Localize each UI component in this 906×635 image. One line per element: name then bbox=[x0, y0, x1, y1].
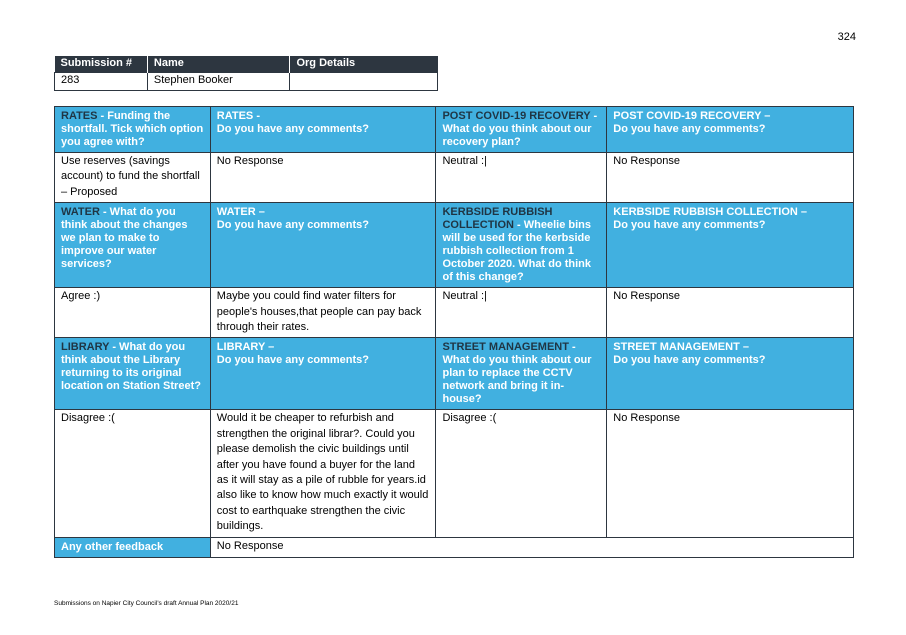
answer-cell: No Response bbox=[606, 409, 854, 538]
question-text: Do you have any comments? bbox=[216, 354, 370, 367]
question-title: STREET MANAGEMENT bbox=[442, 341, 569, 354]
question-row: RATES - Funding the shortfall. Tick whic… bbox=[54, 106, 854, 153]
submission-table: Submission # Name Org Details 283 Stephe… bbox=[54, 56, 438, 91]
question-row: WATER - What do you think about the chan… bbox=[54, 202, 854, 289]
question-row: LIBRARY - What do you think about the Li… bbox=[54, 337, 854, 411]
answer-cell: No Response bbox=[606, 151, 854, 204]
answer-cell: No Response bbox=[606, 287, 854, 339]
question-text: - What do you think about the changes we… bbox=[61, 206, 188, 271]
submission-header-row: Submission # Name Org Details bbox=[54, 56, 438, 72]
page-footer: Submissions on Napier City Council's dra… bbox=[54, 600, 239, 607]
question-title: LIBRARY – bbox=[216, 341, 275, 354]
question-title: KERBSIDE RUBBISH COLLECTION bbox=[442, 206, 553, 232]
other-feedback-value: No Response bbox=[209, 536, 855, 558]
question-text: Do you have any comments? bbox=[613, 219, 766, 232]
answer-cell: Disagree :( bbox=[435, 409, 608, 538]
question-title: RATES - bbox=[216, 110, 260, 122]
question-text: Do you have any comments? bbox=[216, 123, 370, 135]
other-feedback-row: Any other feedback No Response bbox=[54, 536, 855, 558]
question-text: Do you have any comments? bbox=[613, 123, 766, 135]
question-cell: POST COVID-19 RECOVERY - What do you thi… bbox=[435, 106, 608, 153]
question-cell: KERBSIDE RUBBISH COLLECTION –Do you have… bbox=[606, 202, 854, 289]
question-text: - Wheelie bins will be used for the kerb… bbox=[442, 219, 591, 284]
answer-row: Agree :) Maybe you could find water filt… bbox=[54, 287, 854, 339]
header-submission-number: Submission # bbox=[54, 56, 148, 72]
question-cell: RATES -Do you have any comments? bbox=[209, 106, 437, 153]
question-title: WATER bbox=[61, 206, 100, 219]
question-title: POST COVID-19 RECOVERY – bbox=[613, 110, 771, 122]
answer-cell: No Response bbox=[209, 151, 437, 204]
question-cell: STREET MANAGEMENT - What do you think ab… bbox=[435, 337, 608, 411]
question-cell: WATER –Do you have any comments? bbox=[209, 202, 437, 289]
answer-cell: Agree :) bbox=[54, 287, 211, 339]
submitter-name: Stephen Booker bbox=[146, 71, 291, 91]
answer-cell: Neutral :| bbox=[435, 287, 608, 339]
question-title: STREET MANAGEMENT – bbox=[613, 341, 749, 354]
submission-number: 283 bbox=[54, 71, 148, 91]
question-title: LIBRARY bbox=[61, 341, 110, 354]
question-text: - What do you think about the Library re… bbox=[61, 341, 201, 393]
org-details bbox=[289, 71, 438, 91]
answer-cell: Use reserves (savings account) to fund t… bbox=[54, 151, 211, 204]
page-number: 324 bbox=[837, 31, 856, 43]
question-cell: KERBSIDE RUBBISH COLLECTION - Wheelie bi… bbox=[435, 202, 608, 289]
question-title: POST COVID-19 RECOVERY bbox=[442, 110, 591, 122]
header-name: Name bbox=[147, 56, 291, 72]
question-cell: LIBRARY –Do you have any comments? bbox=[209, 337, 437, 411]
question-text: - What do you think about our recovery p… bbox=[442, 110, 598, 148]
question-cell: RATES - Funding the shortfall. Tick whic… bbox=[54, 106, 211, 153]
question-title: WATER – bbox=[216, 206, 265, 219]
answer-row: Use reserves (savings account) to fund t… bbox=[54, 151, 854, 204]
question-cell: LIBRARY - What do you think about the Li… bbox=[54, 337, 211, 411]
header-org-details: Org Details bbox=[289, 56, 438, 72]
question-title: RATES bbox=[61, 110, 98, 122]
question-text: - What do you think about our plan to re… bbox=[442, 341, 592, 406]
question-cell: STREET MANAGEMENT –Do you have any comme… bbox=[606, 337, 854, 411]
question-text: Do you have any comments? bbox=[216, 219, 370, 232]
responses-table: RATES - Funding the shortfall. Tick whic… bbox=[54, 106, 855, 558]
answer-cell: Would it be cheaper to refurbish and str… bbox=[209, 409, 437, 538]
question-text: Do you have any comments? bbox=[613, 354, 766, 367]
answer-cell: Maybe you could find water filters for p… bbox=[209, 287, 437, 339]
question-text: - Funding the shortfall. Tick which opti… bbox=[61, 110, 204, 148]
other-feedback-label: Any other feedback bbox=[54, 536, 211, 558]
submission-row: 283 Stephen Booker bbox=[54, 71, 438, 91]
answer-cell: Neutral :| bbox=[435, 151, 608, 204]
question-title: KERBSIDE RUBBISH COLLECTION – bbox=[613, 206, 808, 219]
answer-row: Disagree :( Would it be cheaper to refur… bbox=[54, 409, 854, 538]
answer-cell: Disagree :( bbox=[54, 409, 211, 538]
question-cell: POST COVID-19 RECOVERY –Do you have any … bbox=[606, 106, 854, 153]
question-cell: WATER - What do you think about the chan… bbox=[54, 202, 211, 289]
